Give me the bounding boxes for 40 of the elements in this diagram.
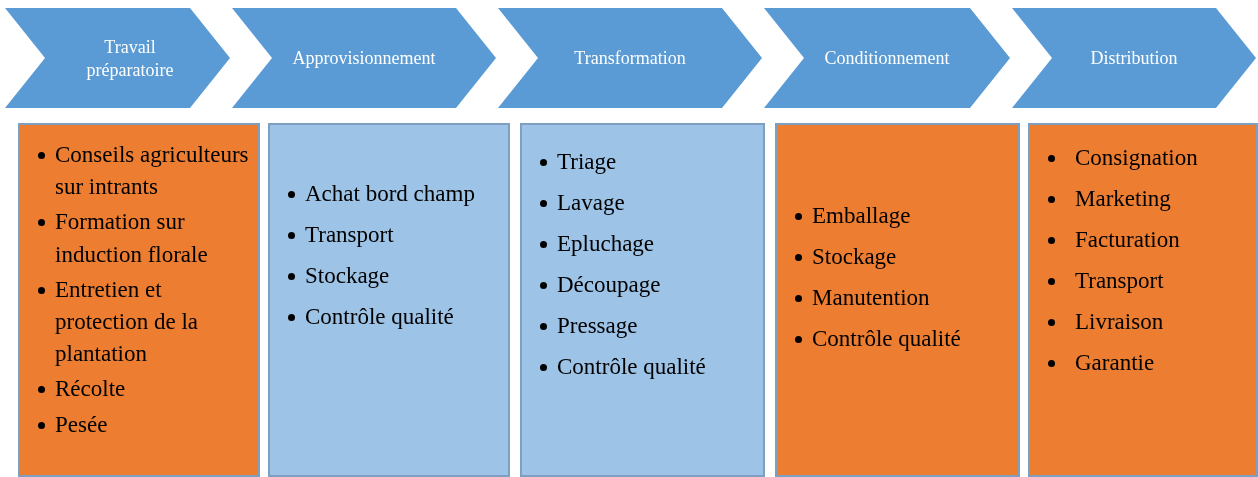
task-text: Contrôle qualité [557,352,706,381]
task-text: Pressage [557,311,638,340]
stage-banner [764,8,1010,108]
task-list-panel [775,123,1020,477]
task-text: Transport [1075,266,1164,295]
task-text: Contrôle qualité [305,302,454,331]
task-text: Pesée [55,410,108,439]
task-list-panel [1028,123,1258,477]
task-text: Triage [557,148,617,176]
task-text: Transport [305,220,394,249]
stage-label: Distribution [1089,46,1179,70]
task-text: Manutention [812,283,930,312]
task-list-panel [268,123,510,477]
stage-label: Approvisionnement [291,46,437,70]
task-text: Livraison [1075,307,1164,336]
task-text: Emballage [812,202,911,230]
task-text: Garantie [1075,348,1155,377]
task-text: Stockage [812,242,897,271]
stage-banner [498,8,762,108]
task-text: Récolte [55,375,126,404]
stage-label: Conditionnement [823,46,951,70]
task-text: Conseils agriculteurs sur intrants [55,141,250,202]
task-text: Facturation [1075,225,1180,254]
task-list-panel [18,123,260,477]
stage-label: Transformation [573,46,687,70]
stage-banner [232,8,496,108]
stage-banner [5,8,230,108]
stage-banner [1012,8,1256,108]
task-text: Consignation [1075,144,1198,172]
task-text: Lavage [557,188,625,217]
task-text: Epluchage [557,229,655,258]
task-text: Marketing [1075,184,1171,213]
task-list-panel [520,123,765,477]
task-text: Stockage [305,261,390,290]
task-text: Entretien et protection de la plantation [55,275,200,369]
stage-label: Travail préparatoire [85,35,175,81]
task-text: Achat bord champ [305,180,475,208]
task-text: Découpage [557,270,661,299]
task-text: Formation sur induction florale [55,208,209,269]
task-text: Contrôle qualité [812,324,961,353]
